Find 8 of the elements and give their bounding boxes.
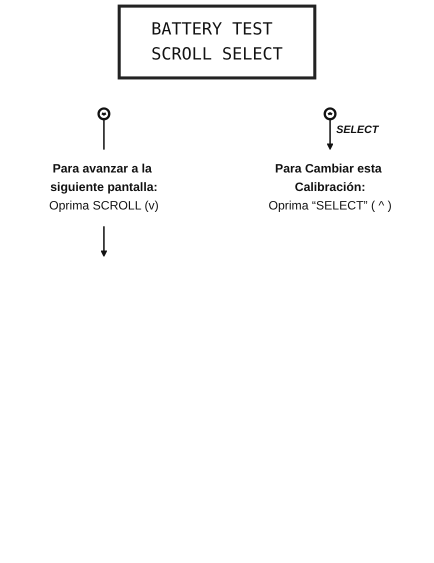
node-text: Para avanzar a la siguiente pantalla: Oprima SCROLL (v) (49, 162, 159, 212)
node-circle (324, 107, 337, 120)
arrow (100, 226, 108, 258)
node-text: Para Cambiar esta Calibración: Oprima “SELECT” ( ^ ) (268, 162, 392, 212)
node-box: BATTERY TEST SCROLL SELECT (118, 4, 316, 80)
button-caption: SELECT (336, 124, 378, 136)
arrow (326, 119, 334, 150)
connector (103, 119, 105, 150)
